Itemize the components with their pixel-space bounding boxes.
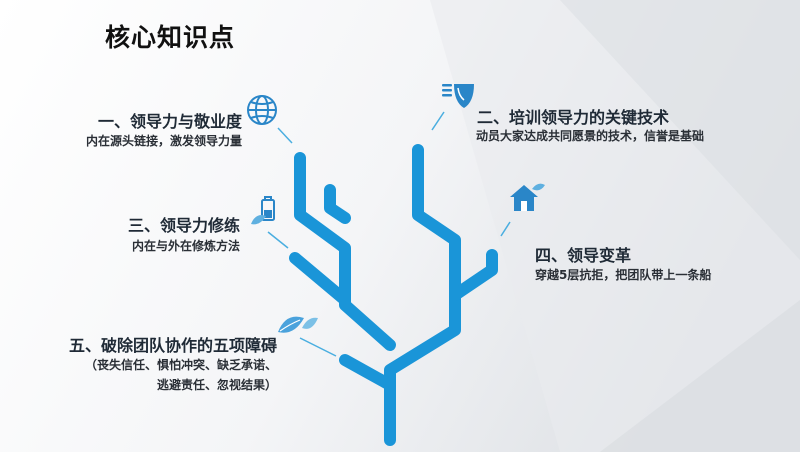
item-5-desc-line-1: （丧失信任、惧怕冲突、缺乏承诺、 (84, 358, 277, 372)
item-1-desc: 内在源头链接，激发领导力量 (85, 134, 242, 148)
connector-3 (267, 231, 289, 249)
tree-branch-left-upper-twig (324, 184, 351, 224)
connector-4 (500, 221, 511, 237)
leaf-icon (278, 316, 318, 333)
item-1-heading: 一、领导力与敬业度 (97, 112, 242, 131)
item-5-heading: 五、破除团队协作的五项障碍 (68, 336, 277, 355)
tree-branch-left-middle (289, 252, 351, 306)
connector-2 (431, 111, 445, 131)
item-2-heading: 二、培训领导力的关键技术 (477, 108, 670, 127)
tree-trunk (384, 144, 461, 446)
tree-branch-left-lower (339, 354, 396, 391)
item-4-desc: 穿越5层抗拒，把团队带上一条船 (535, 268, 712, 282)
item-5-desc-line-2: 逃避责任、忽视结果） (156, 378, 277, 392)
item-3-heading: 三、领导力修练 (127, 216, 240, 235)
battery-leaf-icon (251, 196, 275, 225)
globe-icon (247, 95, 277, 125)
connector-5 (299, 337, 337, 357)
item-2-desc: 动员大家达成共同愿景的技术，信誉是基础 (476, 129, 705, 143)
connector-1 (277, 127, 293, 144)
lightbulb-icon (442, 84, 474, 108)
house-leaf-icon (510, 183, 545, 211)
tree-branch-right (449, 249, 498, 301)
tree-branch-left-upper (294, 152, 396, 351)
item-3-desc: 内在与外在修炼方法 (131, 239, 240, 253)
item-4-heading: 四、领导变革 (535, 246, 632, 265)
page-title: 核心知识点 (105, 23, 236, 52)
